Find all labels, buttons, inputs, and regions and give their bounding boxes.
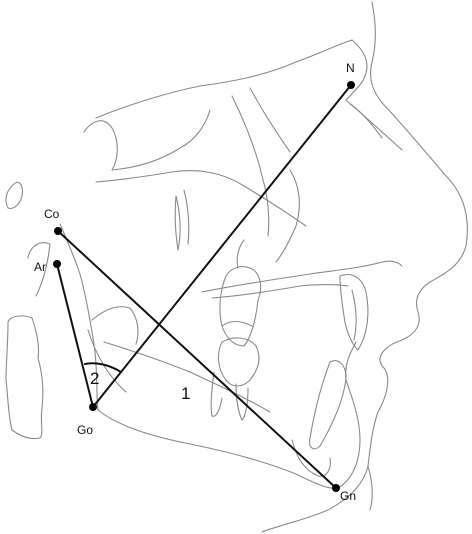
orbit-line-2 — [249, 87, 291, 153]
mandible-symphysis — [337, 341, 361, 489]
occipital-outline — [27, 242, 51, 297]
label-go: Go — [77, 423, 93, 437]
mandible-ramus — [59, 223, 99, 411]
point-ar — [53, 260, 61, 268]
point-gn — [332, 484, 340, 492]
maxilla-anterior — [275, 169, 300, 263]
angle-label: 2 — [90, 369, 99, 388]
point-go — [89, 403, 97, 411]
landmark-labels: N Co Ar Go Gn 2 1 — [34, 61, 356, 503]
lower-incisor-root — [291, 439, 331, 477]
clivus-line — [95, 169, 307, 227]
upper-molar-root — [236, 239, 245, 269]
label-co: Co — [44, 207, 60, 221]
label-n: N — [346, 61, 355, 75]
cranial-base-line — [95, 39, 353, 119]
upper-incisor — [339, 274, 369, 351]
coronoid-notch — [91, 306, 139, 345]
chin-soft-tissue — [367, 465, 373, 511]
anatomy-traces — [5, 1, 468, 533]
sphenoid-outline — [83, 109, 211, 171]
line-ar-go — [56, 263, 94, 408]
cervical-vertebra — [5, 315, 44, 440]
nasal-bone-inner — [349, 103, 383, 139]
soft-tissue-profile — [261, 1, 468, 533]
pterygoid-fissure — [183, 189, 190, 245]
angle-arc — [84, 362, 122, 373]
length-label: 1 — [181, 384, 190, 403]
lower-molar-root — [210, 371, 223, 417]
mandible-lower-border — [97, 409, 339, 489]
label-ar: Ar — [34, 260, 46, 274]
lower-molar — [217, 337, 260, 387]
point-co — [54, 227, 62, 235]
label-gn: Gn — [340, 489, 356, 503]
ear-rod — [5, 181, 23, 209]
upper-incisor-2 — [351, 289, 357, 341]
pterygoid-plate — [174, 195, 181, 251]
line-co-gn — [57, 230, 337, 489]
landmark-points — [53, 81, 355, 492]
measurement-lines — [56, 84, 352, 489]
frontal-curve — [345, 39, 368, 101]
palatal-plane — [201, 260, 403, 293]
upper-molar — [219, 266, 262, 347]
point-n — [347, 81, 355, 89]
line-n-go — [92, 84, 352, 408]
palate-lower — [211, 283, 349, 299]
lower-incisor — [309, 360, 347, 450]
upper-molar-cusps — [221, 320, 253, 327]
orbit-line — [231, 95, 270, 237]
